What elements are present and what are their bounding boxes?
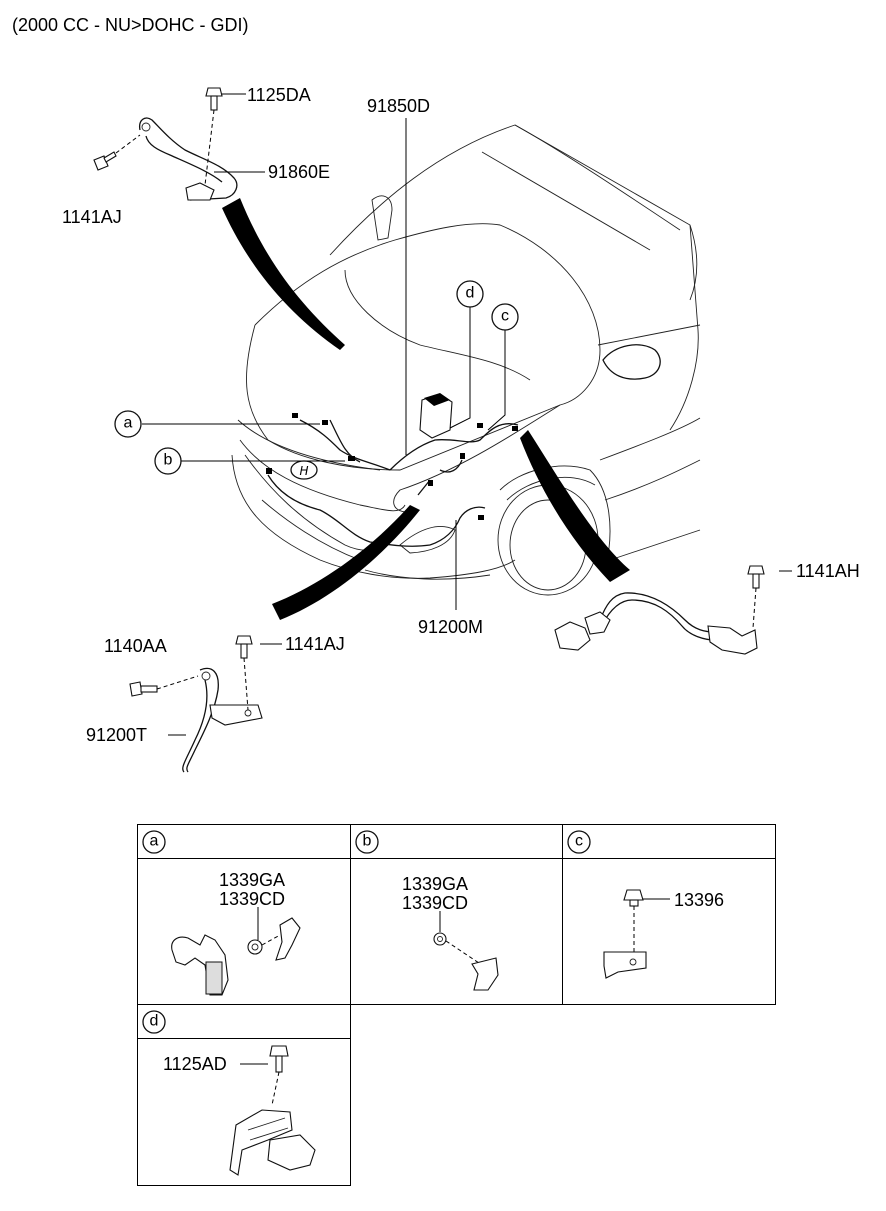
svg-text:a: a <box>124 415 133 432</box>
marker-d: d <box>456 280 484 308</box>
svg-text:c: c <box>501 308 509 325</box>
marker-b: b <box>154 447 182 475</box>
detail-cell-b: b 1339GA 1339CD <box>355 830 499 991</box>
detail-cell-a: a 1339GA 1339CD <box>142 830 301 996</box>
callout-1141aj-top: 1141AJ <box>62 207 122 227</box>
detail-a-part-1339cd: 1339CD <box>219 889 285 909</box>
bolt-1125da <box>204 87 223 186</box>
detail-a-part-1339ga: 1339GA <box>219 870 285 890</box>
detail-b-part-1339cd: 1339CD <box>402 893 468 913</box>
pointer-bands <box>222 198 630 620</box>
svg-text:H: H <box>299 464 308 478</box>
detail-marker-a: a <box>150 833 159 850</box>
callout-91200t: 91200T <box>86 725 147 745</box>
bolt-1140aa <box>129 675 199 697</box>
callout-1140aa: 1140AA <box>104 636 167 656</box>
leader-lines <box>142 93 792 736</box>
detail-cell-d: d 1125AD <box>142 1010 316 1176</box>
diagram-subtitle: (2000 CC - NU>DOHC - GDI) <box>12 15 249 35</box>
bolt-1141aj-top <box>93 134 141 171</box>
svg-text:d: d <box>466 285 475 302</box>
detail-cell-c: c 13396 <box>567 830 724 979</box>
bolt-1141aj-bottom <box>235 635 253 711</box>
detail-marker-c: c <box>575 833 583 850</box>
front-wiring-harness <box>266 393 519 547</box>
car-illustration: H <box>231 124 701 596</box>
callout-1141aj-bottom: 1141AJ <box>285 634 345 654</box>
callout-91200m: 91200M <box>418 617 483 637</box>
marker-a: a <box>114 410 142 438</box>
ground-strap-91200t <box>182 667 263 773</box>
marker-c: c <box>491 303 519 331</box>
callout-1141ah: 1141AH <box>796 561 860 581</box>
callout-91860e: 91860E <box>268 162 330 182</box>
ground-strap-91860e <box>139 117 238 201</box>
svg-text:b: b <box>164 452 173 469</box>
detail-b-part-1339ga: 1339GA <box>402 874 468 894</box>
callout-1125da: 1125DA <box>247 85 311 105</box>
ground-cable-91200m <box>554 592 758 655</box>
bolt-1141ah <box>747 565 765 629</box>
detail-d-part-1125ad: 1125AD <box>163 1054 227 1074</box>
callout-91850d: 91850D <box>367 96 430 116</box>
detail-table <box>137 824 776 1186</box>
detail-marker-d: d <box>150 1013 159 1030</box>
detail-marker-b: b <box>363 833 372 850</box>
detail-c-part-13396: 13396 <box>674 890 724 910</box>
